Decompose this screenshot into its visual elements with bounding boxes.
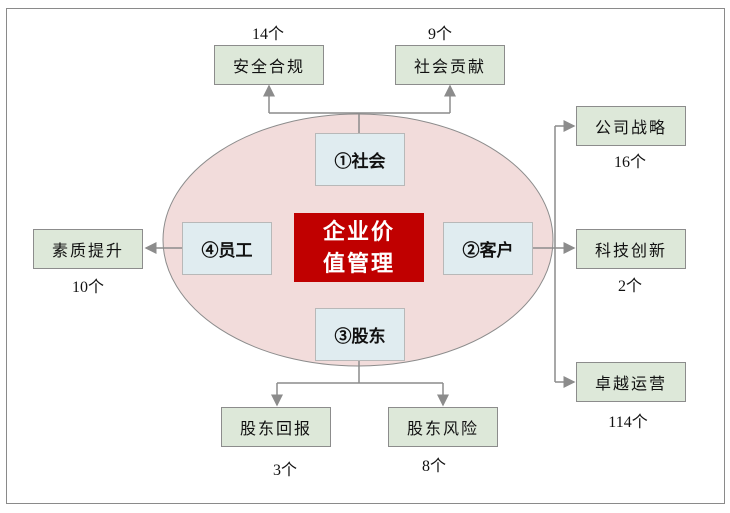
center-enterprise-value-management: 企业价 值管理 xyxy=(294,213,424,282)
category-customer: ②客户 xyxy=(443,222,533,275)
society-connector xyxy=(269,112,450,133)
count-shareholder-risk: 8个 xyxy=(421,458,447,475)
leaf-excellent-operation: 卓越运营 xyxy=(576,362,686,402)
leaf-safety-compliance: 安全合规 xyxy=(214,45,324,85)
count-shareholder-return: 3个 xyxy=(272,462,298,479)
center-line-2: 值管理 xyxy=(322,250,395,277)
center-line-1: 企业价 xyxy=(322,218,395,245)
leaf-shareholder-return: 股东回报 xyxy=(221,407,331,447)
leaf-quality-improvement: 素质提升 xyxy=(33,229,143,269)
category-society: ①社会 xyxy=(315,133,405,186)
leaf-tech-innovation: 科技创新 xyxy=(576,229,686,269)
count-safety-compliance: 14个 xyxy=(251,26,285,43)
count-social-contribution: 9个 xyxy=(427,26,453,43)
leaf-company-strategy: 公司战略 xyxy=(576,106,686,146)
category-employee: ④员工 xyxy=(182,222,272,275)
customer-connector xyxy=(533,126,556,382)
count-tech-innovation: 2个 xyxy=(617,278,643,295)
leaf-shareholder-risk: 股东风险 xyxy=(388,407,498,447)
shareholder-connector xyxy=(277,361,443,384)
count-company-strategy: 16个 xyxy=(613,154,647,171)
count-quality-improvement: 10个 xyxy=(71,279,105,296)
leaf-social-contribution: 社会贡献 xyxy=(395,45,505,85)
count-excellent-operation: 114个 xyxy=(608,414,648,431)
diagram-frame xyxy=(6,8,725,504)
category-shareholder: ③股东 xyxy=(315,308,405,361)
